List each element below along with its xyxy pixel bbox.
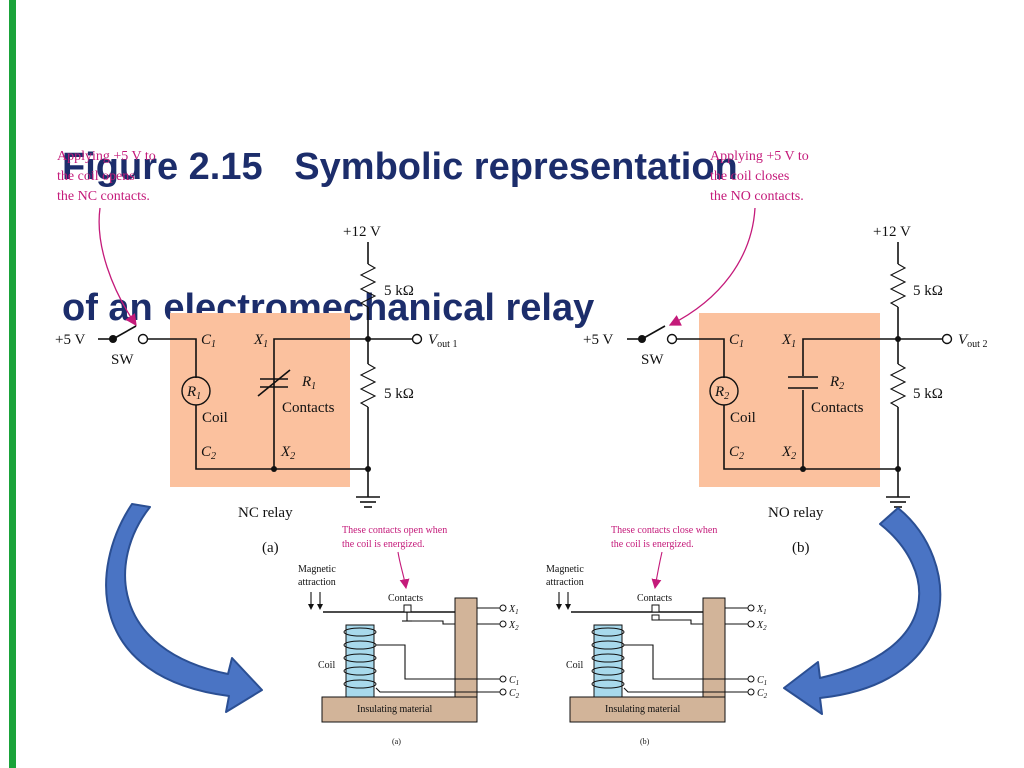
nc-resistor-bottom	[359, 363, 377, 408]
mech-b-base	[569, 696, 726, 723]
nc-relay-circuit: Applying +5 V to the coil opens the NC c…	[55, 149, 457, 556]
mech-a-part-label: (a)	[392, 737, 401, 746]
no-resistor-bottom	[889, 363, 907, 408]
no-vout-label: Vout 2	[958, 332, 987, 350]
nc-r-bot-label: 5 kΩ	[384, 386, 414, 402]
mech-a-note-arrow	[397, 551, 410, 590]
no-note-line-3: the NO contacts.	[710, 189, 804, 204]
mech-a-base-label: Insulating material	[357, 704, 432, 715]
no-ground-icon	[886, 496, 910, 508]
title-line-1: Figure 2.15 Symbolic representation	[62, 146, 738, 188]
mech-a-base	[321, 696, 478, 723]
nc-switch-label: SW	[111, 352, 134, 368]
no-note-line-1: Applying +5 V to	[710, 149, 809, 164]
mech-b-coil-label: Coil	[566, 660, 583, 671]
nc-r-top-label: 5 kΩ	[384, 283, 414, 299]
nc-x1-label: X1	[253, 332, 268, 350]
mechanical-view-a: These contacts open when the coil is ene…	[298, 525, 520, 746]
nc-ground-icon	[356, 496, 380, 508]
nc-contact-slash	[257, 369, 291, 397]
nc-input-label: +5 V	[55, 332, 85, 348]
nc-note-line-1: Applying +5 V to	[57, 149, 156, 164]
no-resistor-top	[889, 263, 907, 308]
mech-a-x2-label: X2	[508, 620, 519, 632]
nc-note-arrow	[98, 207, 137, 327]
no-relay-circuit: Applying +5 V to the coil closes the NO …	[583, 149, 987, 556]
nc-output-terminal	[411, 333, 423, 345]
nc-contacts-label: Contacts	[282, 400, 335, 416]
nc-note-line-2: the coil opens	[57, 169, 135, 184]
no-relay-caption: NO relay	[768, 505, 824, 521]
no-switch-blade	[641, 325, 666, 340]
no-note-line-2: the coil closes	[710, 169, 789, 184]
no-coil-r: R2	[714, 384, 729, 402]
nc-c2-label: C2	[201, 444, 216, 462]
right-curved-arrow-icon	[783, 507, 942, 715]
no-coil-label: Coil	[730, 410, 756, 426]
mech-a-note-line-1: These contacts open when	[342, 525, 447, 536]
nc-c1-label: C1	[201, 332, 216, 350]
mech-a-magnetic-line-1: Magnetic	[298, 564, 336, 575]
mech-b-base-label: Insulating material	[605, 704, 680, 715]
mech-a-note-line-2: the coil is energized.	[342, 539, 425, 550]
mech-b-c2-label: C2	[757, 688, 768, 700]
no-supply-label: +12 V	[873, 224, 911, 240]
nc-vout-label: Vout 1	[428, 332, 457, 350]
nc-note-line-3: the NC contacts.	[57, 189, 150, 204]
no-c1-label: C1	[729, 332, 744, 350]
no-output-terminal	[941, 333, 953, 345]
nc-part-label: (a)	[262, 540, 279, 556]
mech-b-note-line-1: These contacts close when	[611, 525, 717, 536]
mech-b-attraction-arrows-icon	[556, 592, 571, 610]
nc-relay-caption: NC relay	[238, 505, 293, 521]
mech-b-x1-label: X1	[756, 604, 767, 616]
no-r-top-label: 5 kΩ	[913, 283, 943, 299]
nc-coil-label: Coil	[202, 410, 228, 426]
nc-switch-blade	[112, 325, 137, 340]
accent-bar	[9, 0, 16, 768]
nc-switch-contact	[137, 333, 149, 345]
no-switch-label: SW	[641, 352, 664, 368]
mech-b-magnetic-line-2: attraction	[546, 577, 584, 588]
nc-resistor-top	[359, 263, 377, 308]
no-r-bot-label: 5 kΩ	[913, 386, 943, 402]
left-curved-arrow-icon	[105, 503, 263, 713]
nc-coil-r: R1	[186, 384, 201, 402]
mech-b-note-line-2: the coil is energized.	[611, 539, 694, 550]
mechanical-view-b: These contacts close when the coil is en…	[546, 525, 768, 746]
mech-a-x1-label: X1	[508, 604, 519, 616]
no-input-label: +5 V	[583, 332, 613, 348]
no-contacts-label: Contacts	[811, 400, 864, 416]
nc-supply-label: +12 V	[343, 224, 381, 240]
mech-a-magnetic-line-2: attraction	[298, 577, 336, 588]
no-c2-label: C2	[729, 444, 744, 462]
mech-b-x2-label: X2	[756, 620, 767, 632]
mech-b-note-arrow	[651, 551, 663, 590]
mech-b-magnetic-line-1: Magnetic	[546, 564, 584, 575]
mech-b-contacts-label: Contacts	[637, 593, 672, 604]
nc-x2-label: X2	[280, 444, 295, 462]
mech-a-attraction-arrows-icon	[308, 592, 323, 610]
no-x2-label: X2	[781, 444, 796, 462]
no-switch-contact	[666, 333, 678, 345]
no-note-arrow	[668, 207, 756, 326]
mech-a-c1-label: C1	[509, 675, 519, 687]
no-part-label: (b)	[792, 540, 810, 556]
no-relay-box	[699, 313, 880, 487]
nc-relay-box	[170, 313, 350, 487]
mech-b-c1-label: C1	[757, 675, 767, 687]
mech-a-contacts-label: Contacts	[388, 593, 423, 604]
mech-a-coil-label: Coil	[318, 660, 335, 671]
no-x1-label: X1	[781, 332, 796, 350]
mech-b-part-label: (b)	[640, 737, 650, 746]
no-contact-r: R2	[829, 374, 844, 392]
nc-contact-r: R1	[301, 374, 316, 392]
mech-a-c2-label: C2	[509, 688, 520, 700]
